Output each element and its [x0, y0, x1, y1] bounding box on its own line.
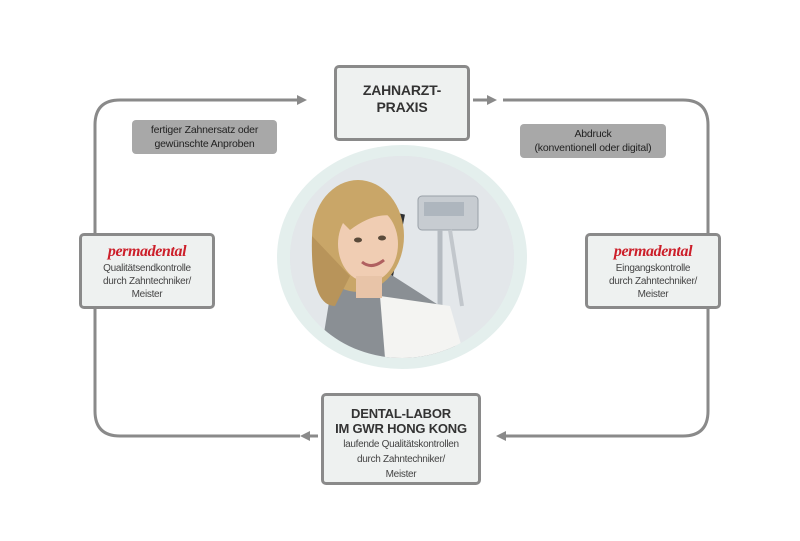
praxis-title-line2: PRAXIS — [376, 99, 428, 115]
labor-title-line2: IM GWR HONG KONG — [335, 421, 467, 436]
left-desc-line3: Meister — [131, 289, 163, 300]
node-incoming-check: permadental Eingangskontrolle durch Zahn… — [585, 233, 721, 309]
labor-desc-line1: laufende Qualitätskontrollen — [343, 439, 459, 450]
labor-desc-line3: Meister — [385, 469, 417, 480]
arrow-head-to-praxis — [297, 95, 307, 105]
node-final-quality-check: permadental Qualitätsendkontrolle durch … — [79, 233, 215, 309]
label-right-line1: Abdruck — [574, 128, 612, 140]
right-desc-line2: durch Zahntechniker/ — [609, 276, 697, 287]
labor-desc-line2: durch Zahntechniker/ — [357, 454, 445, 465]
arrow-head-to-labor — [496, 431, 506, 441]
dental-patient-photo — [290, 156, 514, 358]
left-desc-line1: Qualitätsendkontrolle — [103, 263, 191, 274]
permadental-logo-right: permadental — [613, 243, 693, 260]
praxis-title-line1: ZAHNARZT- — [362, 82, 442, 98]
label-left-line2: gewünschte Anproben — [154, 138, 255, 150]
arrow-head-labor-out — [300, 431, 310, 441]
arrow-head-praxis-out — [487, 95, 497, 105]
node-dental-practice: ZAHNARZT- PRAXIS — [334, 65, 470, 141]
label-finished-dentures: fertiger Zahnersatz oder gewünschte Anpr… — [132, 120, 277, 154]
label-impression: Abdruck (konventionell oder digital) — [520, 124, 666, 158]
right-desc-line3: Meister — [637, 289, 669, 300]
label-left-line1: fertiger Zahnersatz oder — [150, 124, 259, 136]
right-desc-line1: Eingangskontrolle — [615, 263, 691, 274]
left-desc-line2: durch Zahntechniker/ — [103, 276, 191, 287]
permadental-logo-left: permadental — [107, 243, 187, 260]
label-right-line2: (konventionell oder digital) — [534, 142, 652, 154]
labor-title-line1: DENTAL-LABOR — [351, 406, 451, 421]
node-dental-lab: DENTAL-LABOR IM GWR HONG KONG laufende Q… — [321, 393, 481, 485]
